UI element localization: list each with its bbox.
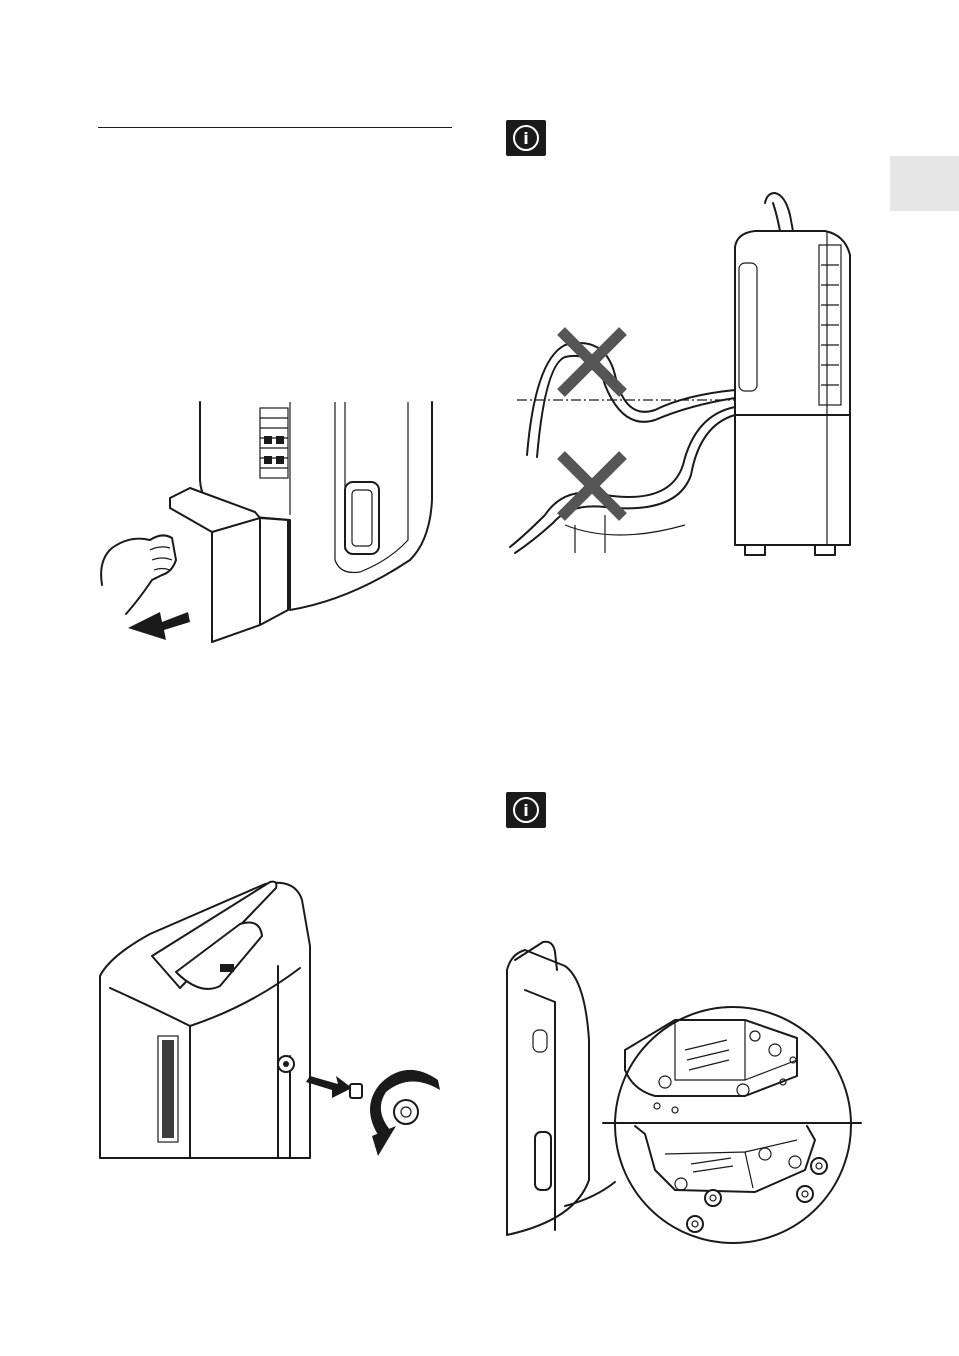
illustration-drain-plug-removal <box>90 876 450 1162</box>
drain-arrow-icon <box>306 1076 352 1098</box>
info-icon-glyph: i <box>523 129 528 148</box>
info-icon-glyph: i <box>523 801 528 820</box>
illustration-remove-water-tank <box>90 400 450 650</box>
incorrect-mark-icon <box>561 331 623 393</box>
illustration-caster-wheel-installation <box>505 940 865 1245</box>
incorrect-mark-icon <box>561 455 623 517</box>
section-rule <box>98 127 452 128</box>
pull-arrow-icon <box>128 612 190 640</box>
info-icon: i <box>506 792 546 828</box>
illustration-hose-routing-incorrect <box>505 185 865 565</box>
dehumidifier-unit <box>735 193 850 555</box>
vent-grille <box>260 408 288 478</box>
info-icon: i <box>506 120 546 156</box>
magnified-detail <box>603 1007 861 1243</box>
language-tab <box>890 156 959 211</box>
